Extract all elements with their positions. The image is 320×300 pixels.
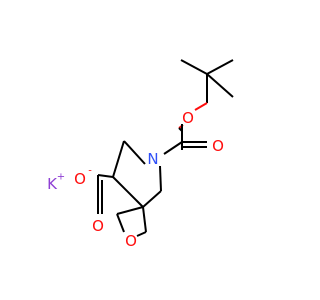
bond-ch-carboxyl-c: [97, 174, 114, 178]
atom-o-oxetane: O: [125, 232, 137, 250]
bond-c-o-ester: [194, 102, 208, 111]
bond-carbonyl-to-n: [163, 141, 183, 155]
atom-o-boc-carbonyl: O: [212, 137, 224, 155]
atom-o-carboxylate-double: O: [92, 217, 104, 235]
bond-spiro-oxetane-ch2-bottom: [142, 206, 147, 233]
atom-k: K: [47, 175, 58, 193]
charge-plus: +: [57, 172, 65, 183]
bond-ch2-ch: [112, 140, 125, 178]
carboxylate-group: [97, 174, 114, 214]
tert-butyl-group: [180, 59, 234, 103]
bond-oxetane-ch2-o: [116, 213, 125, 233]
bond-tbu-methyl-3: [206, 73, 234, 98]
oxetane-ring: [116, 206, 147, 237]
bond-ch2-n: [159, 165, 162, 192]
atom-n-ring: N: [147, 150, 158, 168]
bond-tbu-methyl-1: [180, 59, 208, 75]
pyrrolidine-ring: [112, 140, 162, 208]
bond-tbu-methyl-2: [206, 59, 234, 75]
atom-o-boc-ester: O: [182, 109, 194, 127]
bond-oxetane-ch2-o-right: [136, 231, 147, 237]
atom-o-carboxylate-minus: O: [74, 170, 86, 188]
bond-ch-spiro: [112, 176, 144, 208]
bond-spiro-oxetane-ch2-left: [116, 206, 144, 215]
molecule-structure: O O N O - O O K +: [47, 59, 234, 250]
bond-spiro-ch2: [142, 190, 162, 208]
bond-n-ch2-top: [123, 140, 146, 165]
charge-minus: -: [88, 166, 92, 177]
